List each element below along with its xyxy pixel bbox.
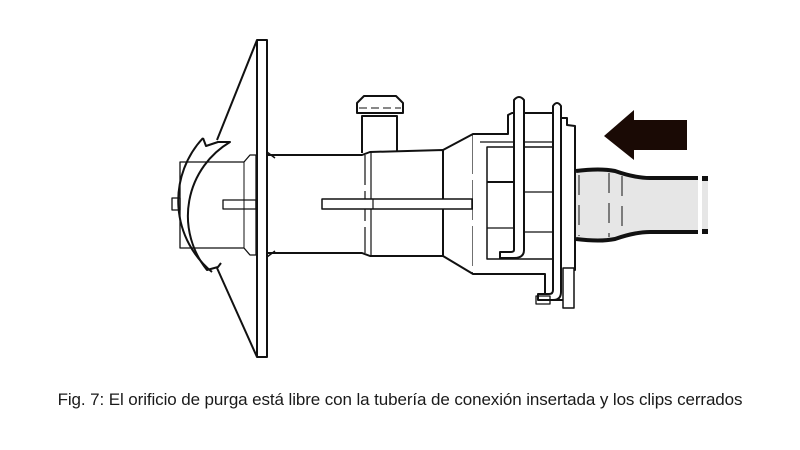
connection-tube — [575, 167, 708, 243]
figure-caption: Fig. 7: El orificio de purga está libre … — [57, 390, 743, 409]
clip-1 — [499, 96, 525, 259]
clip-2 — [535, 102, 562, 305]
purge-port — [356, 95, 404, 153]
technical-drawing — [171, 39, 708, 358]
wall-flange — [216, 39, 276, 358]
body-tube — [267, 149, 473, 257]
dome-cap — [171, 137, 257, 273]
insertion-arrow-icon — [604, 110, 687, 160]
